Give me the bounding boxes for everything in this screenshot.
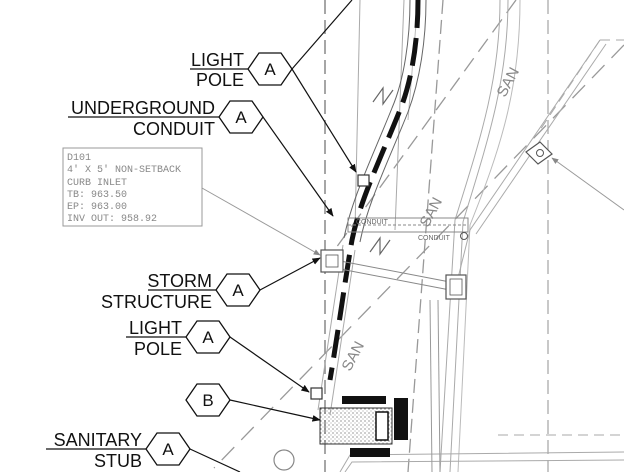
sanitary-cleanout (273, 449, 295, 471)
callout-underground-conduit: UNDERGROUND CONDUIT A (68, 98, 334, 217)
callout-4-line1: LIGHT (129, 318, 182, 338)
curb-inlet-detail (319, 396, 408, 457)
callout-2-line2: CONDUIT (133, 119, 215, 139)
callout-2-line1: UNDERGROUND (71, 98, 215, 118)
inlet-note-line-6: INV OUT: 958.92 (67, 214, 157, 225)
inlet-note-line-1: D101 (67, 153, 91, 164)
pipe-break-symbols (369, 86, 394, 256)
callout-light-pole-top: LIGHT POLE A (190, 0, 357, 173)
inlet-note-line-3: CURB INLET (67, 178, 127, 189)
san-label-3: SAN (339, 339, 368, 374)
manhole-structure (525, 141, 553, 165)
conduit-label-1: CONDUIT (356, 219, 389, 226)
storm-pipe (334, 259, 451, 291)
conduit-label-2: CONDUIT (418, 235, 451, 242)
conduit-crossing: CONDUIT CONDUIT (347, 217, 469, 242)
callout-sanitary-stub: SANITARY STUB A (46, 430, 241, 472)
callout-1-line2: POLE (196, 70, 244, 90)
callout-5-tag: B (202, 391, 213, 410)
callout-b: B (185, 383, 321, 422)
san-label-1: SAN (494, 65, 523, 100)
callout-6-line1: SANITARY (54, 430, 142, 450)
callout-1-line1: LIGHT (191, 50, 244, 70)
callout-3-line1: STORM (147, 271, 212, 291)
manhole-leader (551, 157, 624, 211)
callout-3-line2: STRUCTURE (101, 292, 212, 312)
callout-3-tag: A (232, 281, 244, 300)
callout-4-tag: A (202, 328, 214, 347)
inlet-note-line-5: EP: 963.00 (67, 202, 127, 213)
inlet-note-line-2: 4' X 5' NON-SETBACK (67, 164, 181, 176)
inlet-note-box: D101 4' X 5' NON-SETBACK CURB INLET TB: … (62, 147, 321, 256)
callout-4-line2: POLE (134, 339, 182, 359)
callout-storm-structure: STORM STRUCTURE A (101, 257, 321, 312)
callout-6-line2: STUB (94, 451, 142, 471)
storm-structure-right (445, 274, 467, 300)
callout-6-tag: A (162, 440, 174, 459)
callout-1-tag: A (264, 60, 276, 79)
inlet-note-line-4: TB: 963.50 (67, 190, 127, 201)
callout-2-tag: A (235, 108, 247, 127)
storm-structure-left (320, 249, 344, 273)
light-pole-base-2 (310, 387, 323, 400)
callout-light-pole-lower: LIGHT POLE A (126, 318, 310, 393)
light-pole-base-1 (357, 174, 370, 187)
